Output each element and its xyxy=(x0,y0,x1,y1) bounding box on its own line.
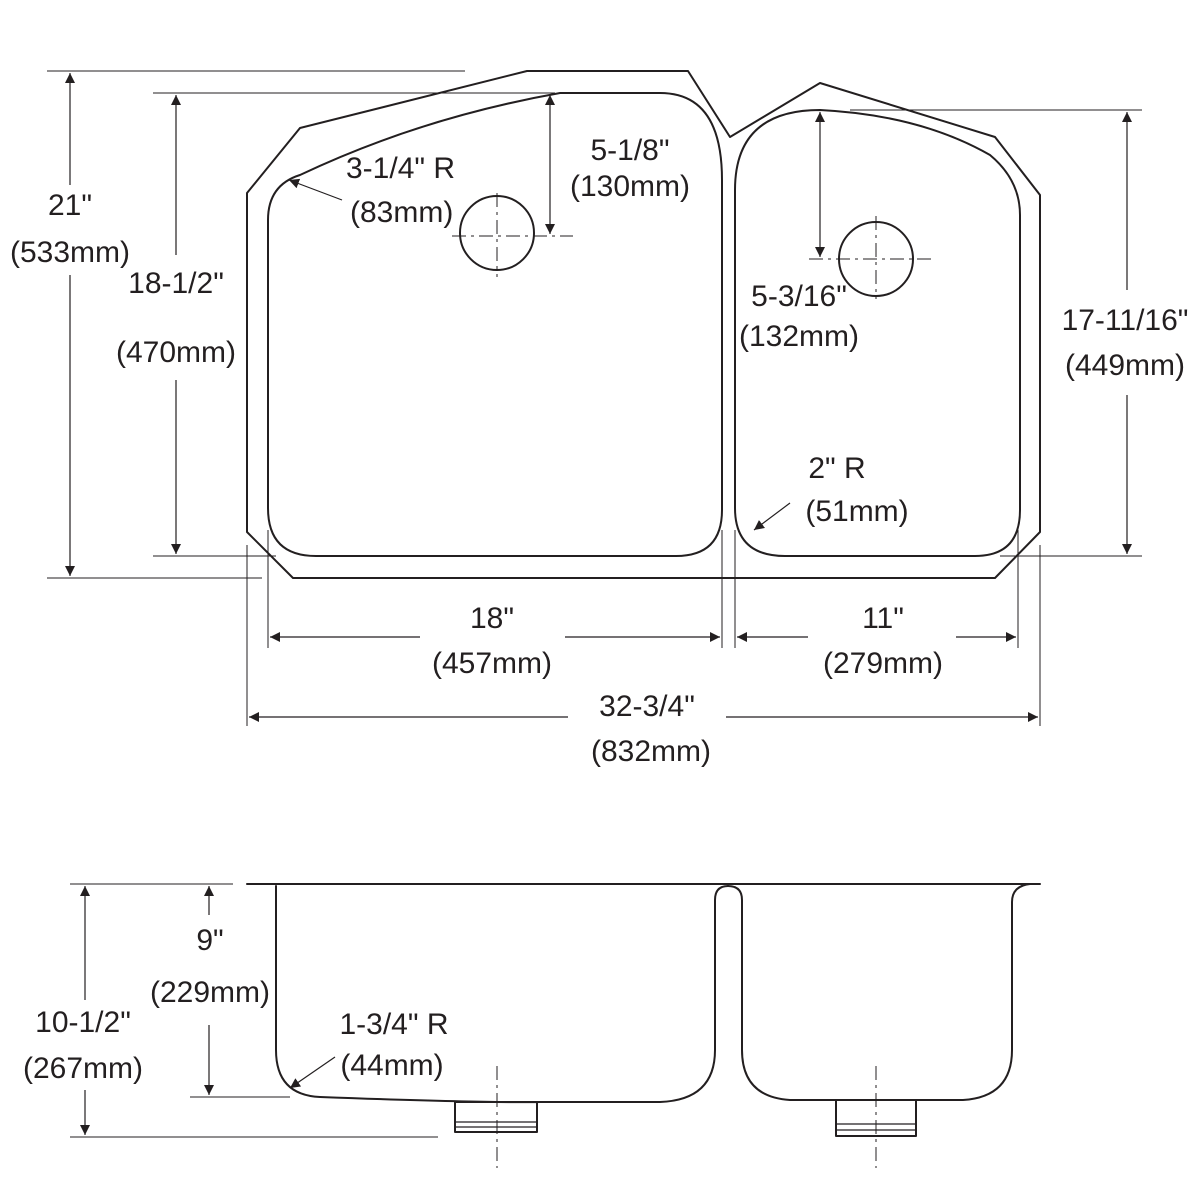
overall-height-imperial: 10-1/2" xyxy=(35,1006,131,1039)
top-view: 21" (533mm) 18-1/2" (470mm) 17-11/16" (4… xyxy=(10,70,1189,768)
sink-flange-outline xyxy=(246,70,1041,579)
small-bowl-depth-imperial: 17-11/16" xyxy=(1062,304,1189,337)
bowl-depth-imperial: 9" xyxy=(196,924,223,957)
side-view: 9" (229mm) 10-1/2" (267mm) 1-3/4" R (44m… xyxy=(23,883,1041,1168)
bottom-radius-metric: (44mm) xyxy=(340,1049,443,1082)
large-bowl-outline xyxy=(267,92,723,557)
overall-depth-metric: (533mm) xyxy=(10,236,130,269)
small-corner-radius-metric: (51mm) xyxy=(805,495,908,528)
side-large-drain-outlet xyxy=(454,1101,538,1133)
small-bowl-outline xyxy=(734,109,1021,557)
bottom-radius-imperial: 1-3/4" R xyxy=(339,1008,448,1041)
large-drain-offset-metric: (130mm) xyxy=(570,170,690,203)
small-bowl-width-imperial: 11" xyxy=(862,602,904,635)
overall-height-metric: (267mm) xyxy=(23,1052,143,1085)
small-bowl-depth-metric: (449mm) xyxy=(1065,349,1185,382)
large-corner-radius-leader xyxy=(288,178,343,201)
small-corner-radius-leader xyxy=(753,502,791,531)
small-drain-offset-imperial: 5-3/16" xyxy=(751,280,847,313)
overall-width-metric: (832mm) xyxy=(591,735,711,768)
small-corner-radius-imperial: 2" R xyxy=(808,452,865,485)
large-drain-offset-imperial: 5-1/8" xyxy=(590,134,669,167)
large-bowl-width-imperial: 18" xyxy=(470,602,514,635)
small-bowl-width-metric: (279mm) xyxy=(823,647,943,680)
large-bowl-depth-imperial: 18-1/2" xyxy=(128,267,224,300)
large-bowl-width-metric: (457mm) xyxy=(432,647,552,680)
bottom-radius-leader xyxy=(289,1056,336,1089)
overall-width-imperial: 32-3/4" xyxy=(599,690,695,723)
large-corner-radius-metric: (83mm) xyxy=(350,196,453,229)
bowl-depth-metric: (229mm) xyxy=(150,976,270,1009)
side-small-bowl-outline xyxy=(727,883,1031,1101)
overall-depth-imperial: 21" xyxy=(48,189,92,222)
large-bowl-depth-metric: (470mm) xyxy=(116,336,236,369)
large-corner-radius-imperial: 3-1/4" R xyxy=(346,152,455,185)
small-drain-offset-metric: (132mm) xyxy=(739,320,859,353)
